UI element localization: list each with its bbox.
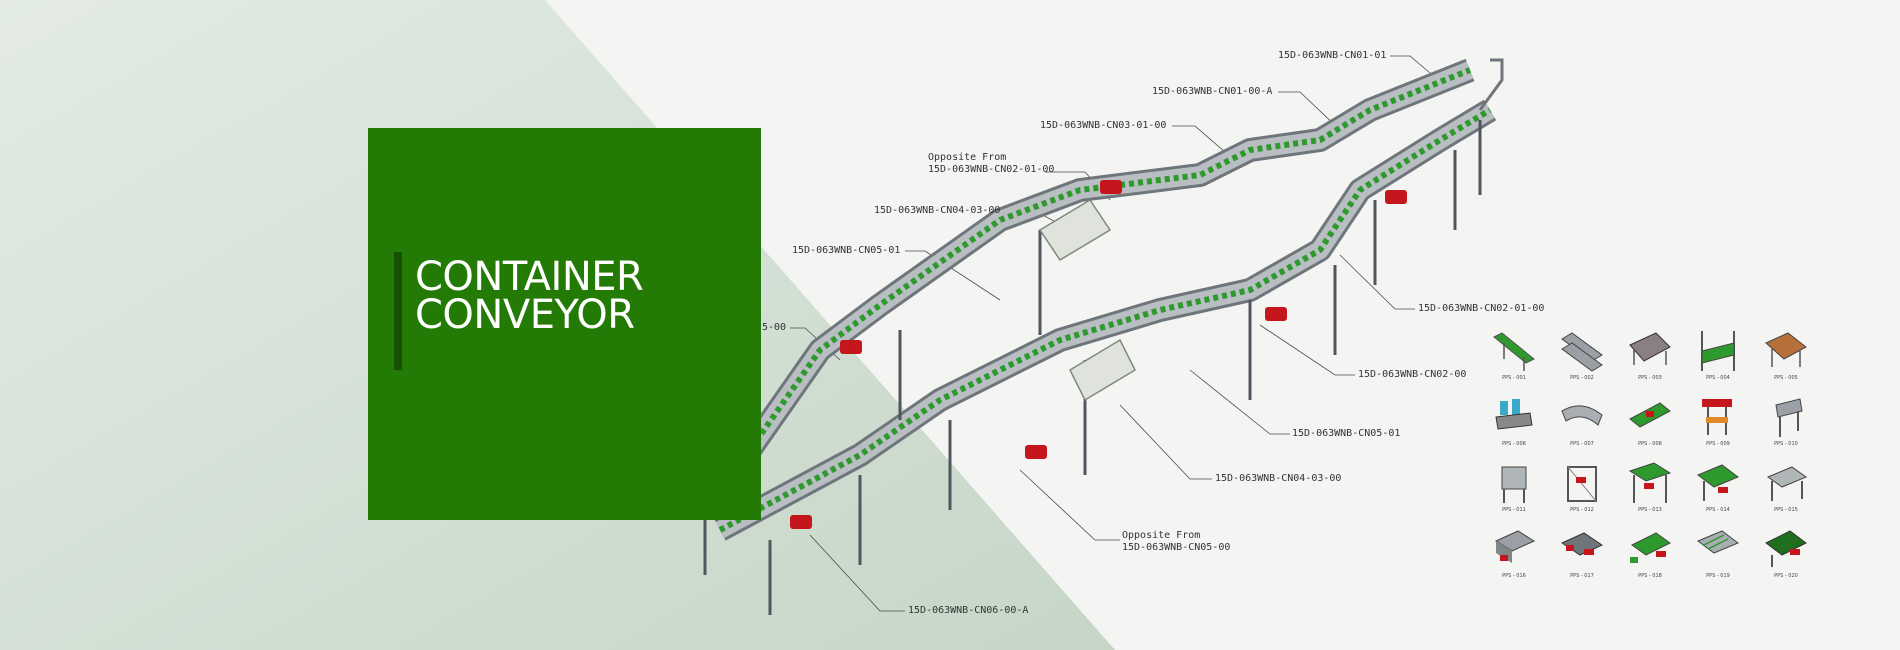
curve-conveyor-icon — [1561, 405, 1603, 426]
callout-label: 15D-063WNB-CN03-01-00 — [1040, 120, 1167, 131]
grey-roller-table-icon — [1697, 530, 1739, 554]
side-guide-conveyor-icon — [1629, 332, 1671, 365]
elevated-frame-icon — [1701, 331, 1735, 371]
callout-label: 15D-063WNB-CN02-00 — [1358, 369, 1467, 380]
part-thumbnail: PPS - 010 — [1752, 391, 1820, 457]
transfer-table-icon — [1697, 464, 1739, 501]
callout-label: 15D-063WNB-CN01-01 — [1278, 50, 1387, 61]
hero-title-line-2: CONVEYOR — [415, 292, 635, 338]
lift-unit-icon — [1702, 399, 1732, 435]
enclosed-conveyor-icon — [1494, 530, 1536, 563]
straight-conveyor-icon — [1493, 332, 1535, 371]
part-thumbnail: PPS - 003 — [1616, 325, 1684, 391]
part-thumbnail: PPS - 014 — [1684, 457, 1752, 523]
part-thumbnail: PPS - 006 — [1480, 391, 1548, 457]
part-thumbnail: PPS - 002 — [1548, 325, 1616, 391]
callout-label: 5-00 — [762, 322, 787, 333]
bottle-unit-icon — [1495, 399, 1533, 430]
conveyor-lines — [705, 58, 1497, 541]
hero-panel — [368, 128, 761, 520]
part-thumbnail: PPS - 011 — [1480, 457, 1548, 523]
callout-label: 15D-063WNB-CN01-00-A — [1152, 86, 1273, 97]
green-transfer-icon — [1630, 532, 1671, 563]
callout-label: 15D-063WNB-CN05-01 — [1292, 428, 1401, 439]
end-rail — [1478, 58, 1504, 111]
conveyor-legs — [703, 120, 1482, 615]
accumulation-table-icon — [1766, 466, 1808, 501]
part-thumbnail: PPS - 004 — [1684, 325, 1752, 391]
part-thumbnail: PPS - 018 — [1616, 523, 1684, 589]
callout-label: Opposite From 15D-063WNB-CN05-00 — [1122, 530, 1231, 553]
gantry-icon — [1628, 462, 1672, 503]
callout-label: 15D-063WNB-CN06-00-A — [908, 605, 1029, 616]
hopper-icon — [1501, 466, 1527, 503]
callout-label: 15D-063WNB-CN04-03-00 — [874, 205, 1001, 216]
part-thumbnail: PPS - 009 — [1684, 391, 1752, 457]
callout-label: 15D-063WNB-CN02-01-00 — [1418, 303, 1545, 314]
motorized-conveyor-icon — [1560, 532, 1604, 556]
hero-title: CONTAINER CONVEYOR — [415, 254, 644, 338]
parallel-conveyor-icon — [1561, 332, 1603, 372]
part-thumbnail: PPS - 015 — [1752, 457, 1820, 523]
part-thumbnail: PPS - 012 — [1548, 457, 1616, 523]
part-thumbnail: PPS - 001 — [1480, 325, 1548, 391]
hero-accent-bar — [394, 252, 402, 370]
part-thumbnail: PPS - 016 — [1480, 523, 1548, 589]
parts-catalog-grid: PPS - 001 PPS - 002 PPS - 003 PPS - 004 … — [1480, 325, 1820, 625]
callout-label: Opposite From 15D-063WNB-CN02-01-00 — [928, 152, 1055, 175]
part-thumbnail: PPS - 007 — [1548, 391, 1616, 457]
drive-motors — [790, 180, 1407, 529]
part-thumbnail: PPS - 019 — [1684, 523, 1752, 589]
green-roller-conveyor-icon — [1629, 402, 1671, 428]
part-thumbnail: PPS - 008 — [1616, 391, 1684, 457]
part-thumbnail: PPS - 020 — [1752, 523, 1820, 589]
frame-cage-icon — [1567, 466, 1597, 502]
green-roller-table-icon — [1765, 530, 1807, 567]
part-thumbnail: PPS - 017 — [1548, 523, 1616, 589]
callout-label: 15D-063WNB-CN05-01 — [792, 245, 901, 256]
control-cabinets — [1038, 198, 1136, 402]
callout-label: 15D-063WNB-CN04-03-00 — [1215, 473, 1342, 484]
part-thumbnail: PPS - 005 — [1752, 325, 1820, 391]
roller-bed-icon — [1765, 332, 1807, 367]
hero-title-line-1: CONTAINER — [415, 254, 644, 300]
stand-unit-icon — [1775, 398, 1803, 437]
part-thumbnail: PPS - 013 — [1616, 457, 1684, 523]
